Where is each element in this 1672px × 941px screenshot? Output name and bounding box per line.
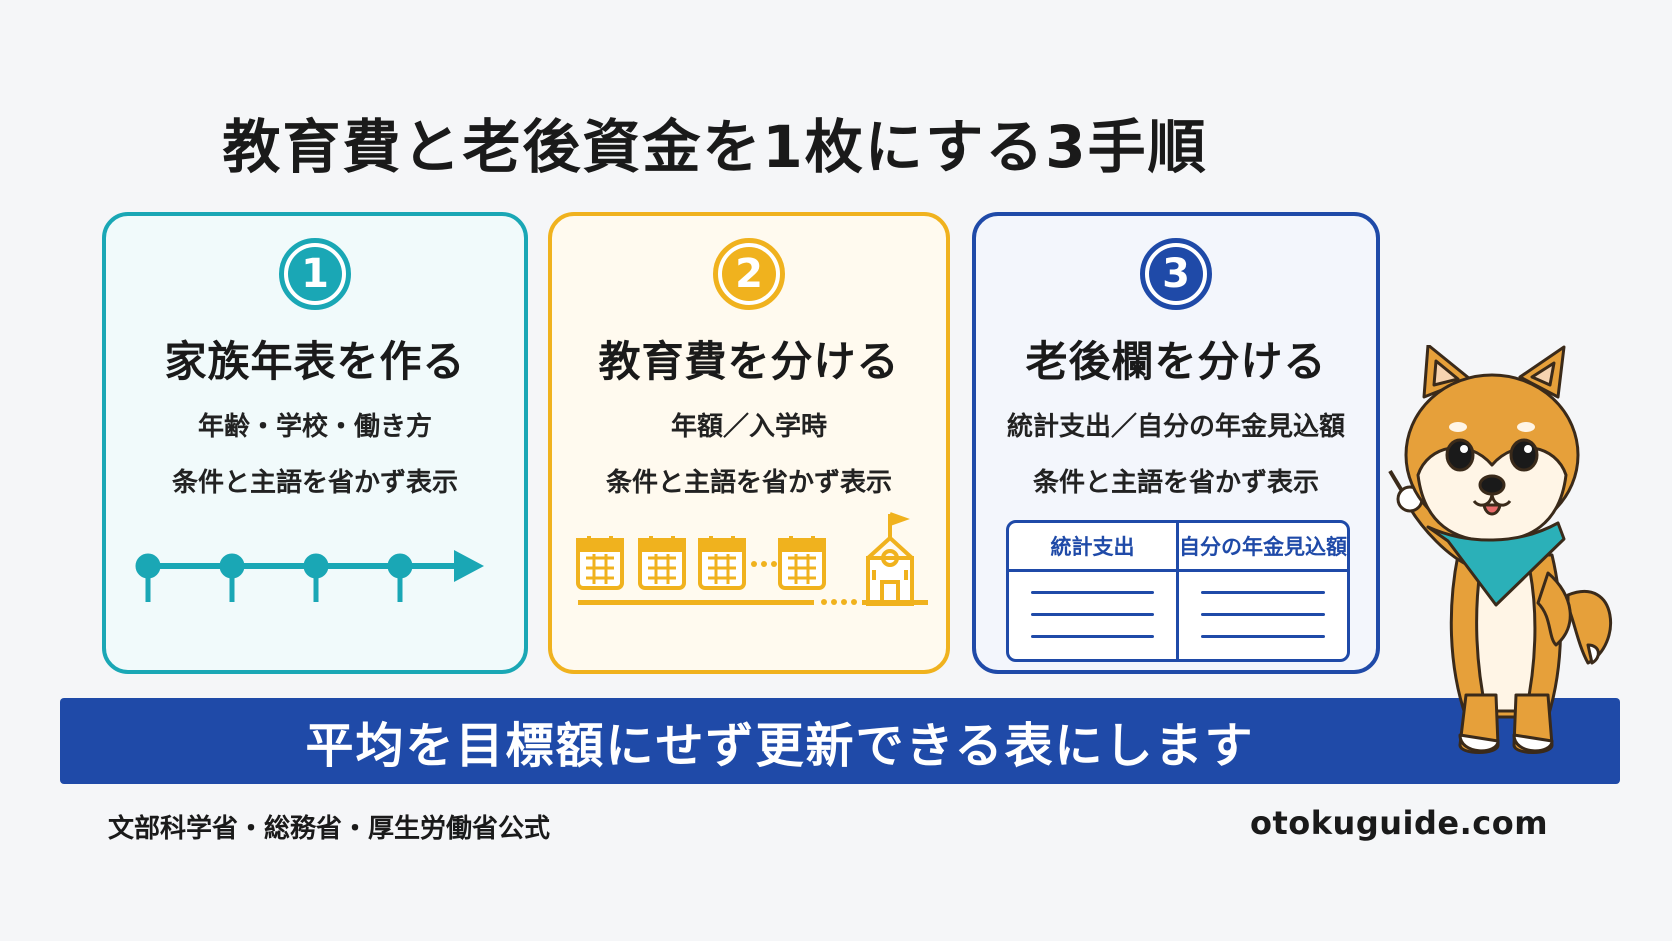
table-header: 自分の年金見込額 [1179,523,1347,572]
calendar-school-icon [576,512,928,606]
step-note: 条件と主語を省かず表示 [1032,468,1319,498]
step-title: 家族年表を作る [164,337,466,386]
timeline-icon [135,550,484,602]
step-title: 教育費を分ける [598,337,900,386]
summary-banner: 平均を目標額にせず更新できる表にします [60,698,1620,784]
step-number: 1 [288,247,342,301]
banner-text: 平均を目標額にせず更新できる表にします [305,718,1255,774]
step-detail: 年額／入学時 [670,412,827,442]
table-column: 自分の年金見込額 [1176,523,1347,659]
step-note: 条件と主語を省かず表示 [171,468,458,498]
table-header: 統計支出 [1009,523,1176,572]
step-note: 条件と主語を省かず表示 [605,468,892,498]
step-number-badge: 1 [279,238,351,310]
step-title: 老後欄を分ける [1025,337,1327,386]
step-number: 2 [722,247,776,301]
step-number-badge: 3 [1140,238,1212,310]
retirement-table: 統計支出 自分の年金見込額 [1006,520,1350,662]
step-number: 3 [1149,247,1203,301]
site-url: otokuguide.com [1250,804,1549,842]
source-text: 文部科学省・総務省・厚生労働省公式 [108,814,551,844]
page-title: 教育費と老後資金を1枚にする3手順 [222,113,1208,181]
step-number-badge: 2 [713,238,785,310]
shiba-dog-mascot-icon [1388,345,1612,754]
step-card-2: 2 教育費を分ける 年額／入学時 条件と主語を省かず表示 [548,212,950,674]
step-detail: 年齢・学校・働き方 [197,412,432,442]
step-card-1: 1 家族年表を作る 年齢・学校・働き方 条件と主語を省かず表示 [102,212,528,674]
step-detail: 統計支出／自分の年金見込額 [1006,412,1345,442]
table-column: 統計支出 [1009,523,1176,659]
step-card-3: 3 老後欄を分ける 統計支出／自分の年金見込額 条件と主語を省かず表示 統計支出… [972,212,1380,674]
